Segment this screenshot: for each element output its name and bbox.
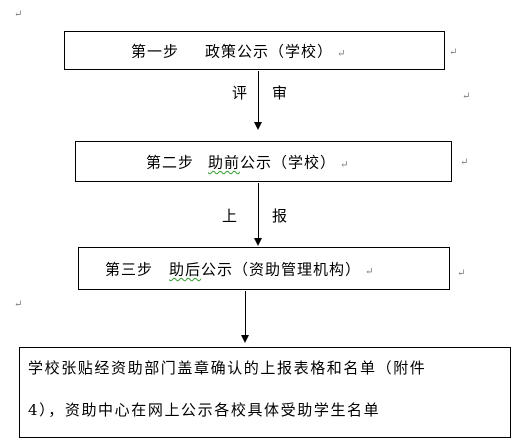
step-1-label: 第一步 <box>131 42 180 60</box>
arrow-2-label-left: 上 <box>222 207 238 225</box>
arrow-1-line <box>258 71 259 123</box>
final-line-1: 学校张贴经资助部门盖章确认的上报表格和名单（附件 <box>28 359 427 377</box>
step-3-label: 第三步 <box>105 260 154 278</box>
paragraph-mark: ↵ <box>337 48 347 59</box>
final-box: 学校张贴经资助部门盖章确认的上报表格和名单（附件 4），资助中心在网上公示各校具… <box>19 347 511 438</box>
arrow-2-head <box>254 238 262 246</box>
step-2-box: 第二步助前公示（学校）↵ <box>75 141 452 182</box>
paragraph-mark: ↵ <box>457 268 466 279</box>
step-1-box: 第一步 政策公示（学校）↵ <box>64 31 445 70</box>
step-2-label: 第二步 <box>146 153 195 171</box>
step-2-text: 公示（学校） <box>240 153 337 171</box>
paragraph-mark: ↵ <box>340 159 350 170</box>
paragraph-mark: ↵ <box>449 47 458 58</box>
step-3-text: 公示（资助管理机构） <box>201 260 362 278</box>
paragraph-mark: ↵ <box>462 91 471 102</box>
arrow-3-head <box>241 335 249 343</box>
arrow-2-line <box>258 183 259 239</box>
step-2-text-marked: 助前 <box>208 153 241 171</box>
step-3-box: 第三步助后公示（资助管理机构）↵ <box>78 247 450 290</box>
paragraph-mark: ↵ <box>460 157 469 168</box>
arrow-3-line <box>245 291 246 336</box>
arrow-1-label-right: 审 <box>272 84 288 102</box>
final-line-2: 4），资助中心在网上公示各校具体受助学生名单 <box>28 401 381 419</box>
arrow-2-label-right: 报 <box>272 207 288 225</box>
paragraph-mark: ↵ <box>14 9 23 20</box>
paragraph-mark: ↵ <box>14 299 23 310</box>
arrow-1-label-left: 评 <box>232 84 248 102</box>
step-1-text: 政策公示（学校） <box>205 42 334 60</box>
arrow-1-head <box>254 122 262 130</box>
paragraph-mark: ↵ <box>365 266 375 277</box>
step-3-text-marked: 助后 <box>169 260 202 278</box>
